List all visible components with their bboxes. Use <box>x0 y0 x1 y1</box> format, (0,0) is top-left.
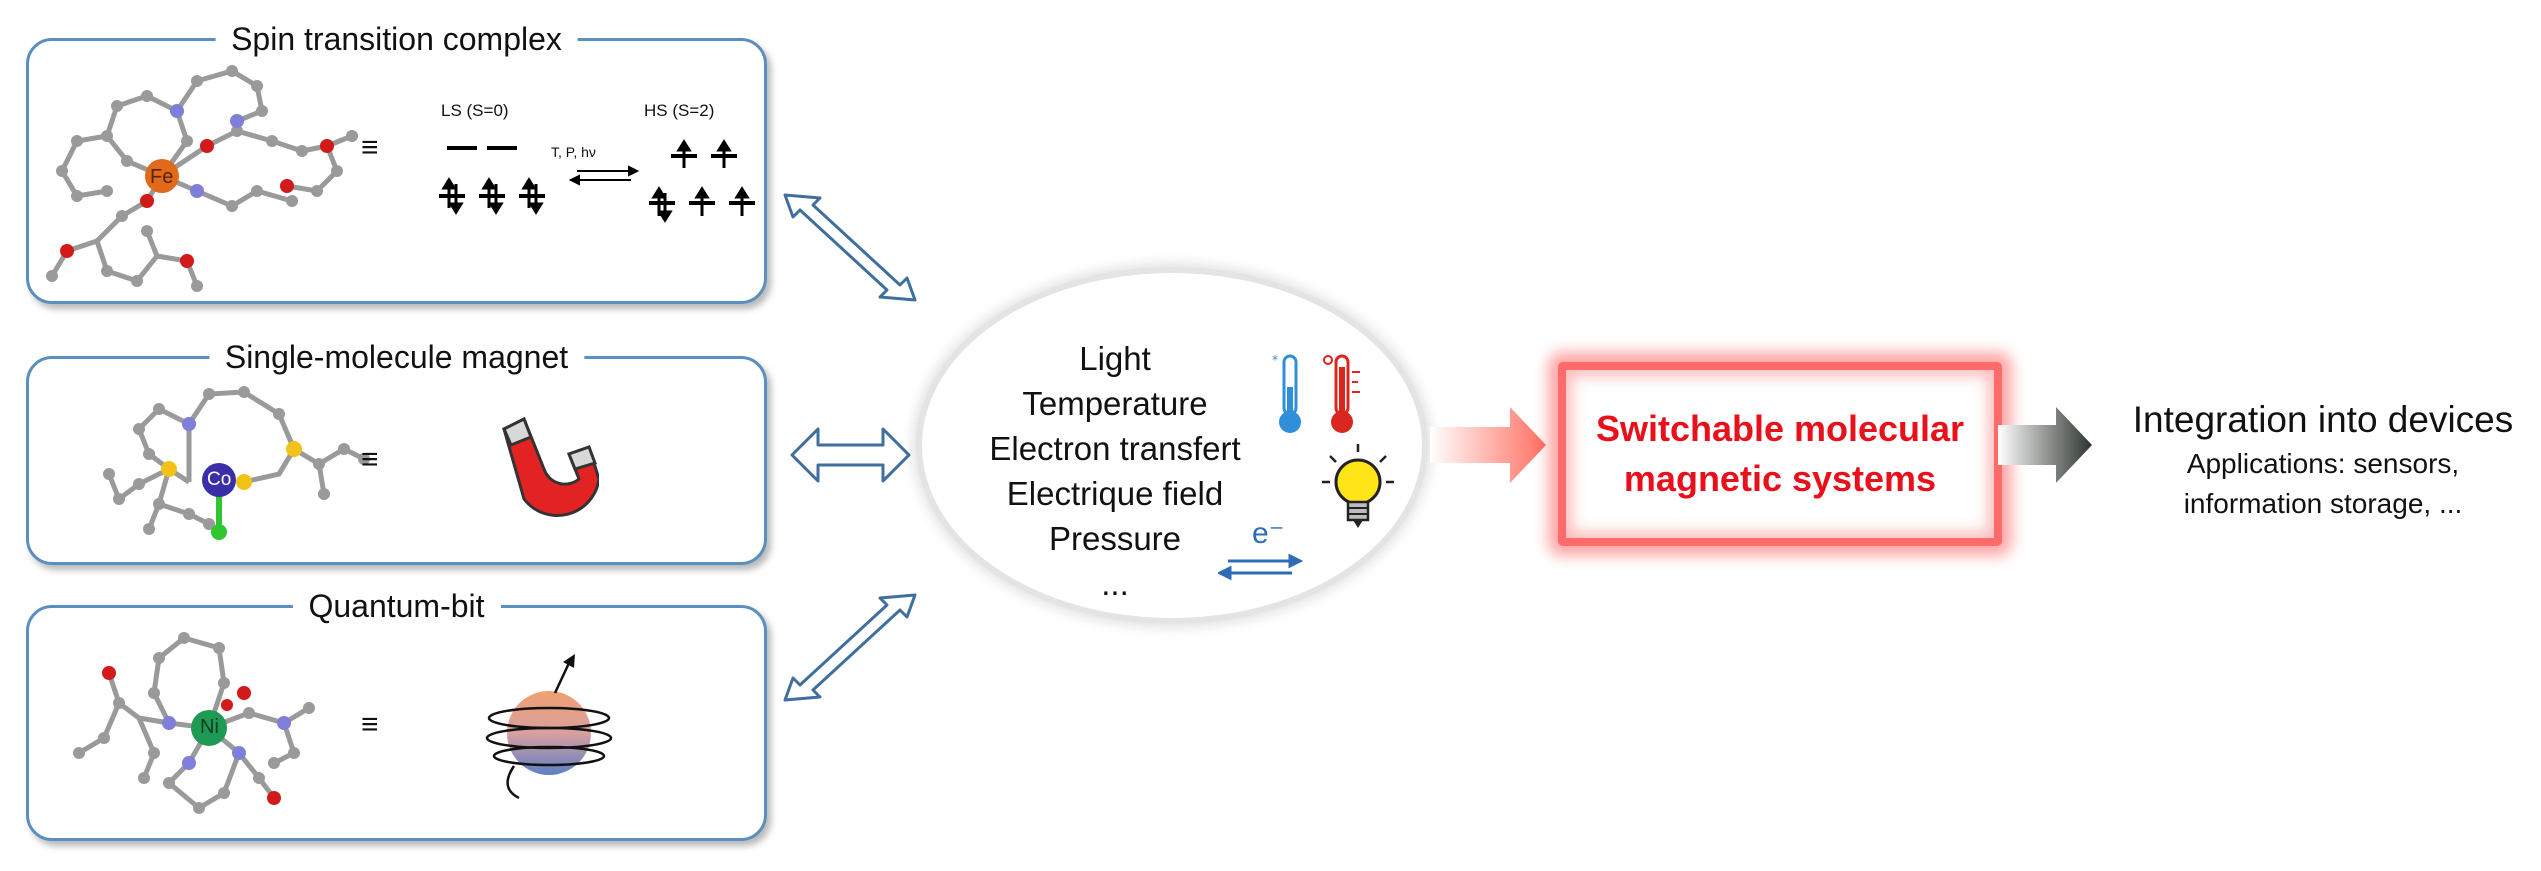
stimuli-list: Light Temperature Electron transfert Ele… <box>960 336 1270 606</box>
hs-label: HS (S=2) <box>644 101 715 120</box>
panel-title: Spin transition complex <box>215 19 578 59</box>
metal-label-fe: Fe <box>150 166 174 188</box>
ls-label: LS (S=0) <box>441 101 509 120</box>
stimulus-item: Pressure <box>1048 520 1182 557</box>
thermometer-cold-icon: * <box>1272 353 1301 433</box>
panel-title: Quantum-bit <box>292 586 501 626</box>
svg-text:*: * <box>1272 353 1278 367</box>
switchable-systems-box: Switchable molecular magnetic systems <box>1558 362 2002 546</box>
result-line-2: magnetic systems <box>1623 458 1937 499</box>
stimuli-label: T, P, hν <box>551 144 596 160</box>
light-bulb-icon <box>1322 444 1394 528</box>
stimuli-ellipse <box>922 273 1422 618</box>
arrow-to-integration <box>1998 407 2092 483</box>
qubit-sphere-icon <box>485 654 613 800</box>
ni-complex-molecule <box>73 632 315 814</box>
co-complex-molecule <box>103 386 370 540</box>
electron-transfer-arrows <box>1218 553 1303 581</box>
stimulus-item: Light <box>1079 340 1151 377</box>
stimulus-item: Electrique field <box>1006 475 1224 512</box>
fe-complex-molecule <box>46 65 358 292</box>
integration-title: Integration into devices <box>2132 399 2514 440</box>
double-arrow-bottom <box>783 593 917 702</box>
equivalence-symbol: ≡ <box>361 443 379 476</box>
stimulus-item: Electron transfert <box>989 430 1241 467</box>
spin-state-diagram <box>439 139 755 223</box>
panel-spin-transition: Spin transition complex <box>26 19 767 304</box>
panel-single-molecule-magnet: Single-molecule magnet Co ≡ <box>26 337 767 565</box>
electron-label: e⁻ <box>1252 517 1285 550</box>
equivalence-symbol: ≡ <box>361 131 379 164</box>
metal-label-co: Co <box>207 469 232 490</box>
horseshoe-magnet-icon <box>502 416 599 517</box>
panel-quantum-bit: Quantum-bit Ni ≡ <box>26 586 767 841</box>
double-arrow-middle <box>790 427 911 483</box>
integration-block: Integration into devices Applications: s… <box>2108 396 2538 524</box>
thermometer-hot-icon <box>1323 354 1360 433</box>
metal-label-ni: Ni <box>200 716 219 738</box>
double-arrow-top <box>783 193 917 302</box>
result-line-1: Switchable molecular <box>1595 408 1965 449</box>
integration-line-2: information storage, ... <box>2183 488 2463 519</box>
equivalence-symbol: ≡ <box>361 708 379 741</box>
arrow-to-result <box>1430 407 1546 483</box>
integration-line-1: Applications: sensors, <box>2186 448 2460 479</box>
stimulus-item: Temperature <box>1022 385 1208 422</box>
panel-title: Single-molecule magnet <box>208 337 585 377</box>
stimulus-item: ... <box>1101 565 1129 602</box>
